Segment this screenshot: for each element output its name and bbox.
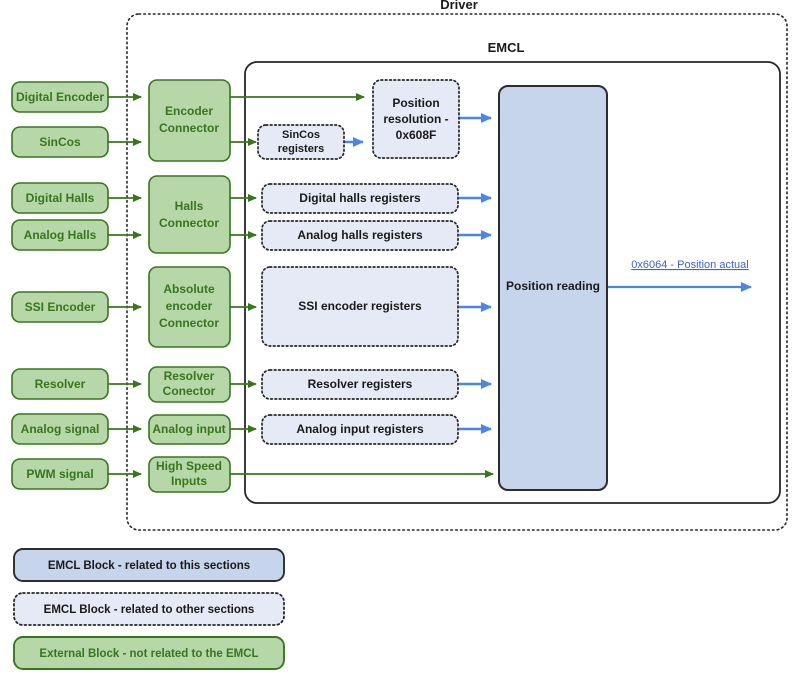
emcl-block-position-reading[interactable]: Position reading — [498, 85, 608, 491]
register-block-sincos-registers-line1: SinCos — [282, 129, 320, 141]
external-block-digital-halls[interactable]: Digital Halls — [11, 182, 109, 214]
register-block-analog-halls-registers[interactable]: Analog halls registers — [261, 220, 459, 251]
connector-block-encoder-connector-line2: Connector — [159, 121, 219, 135]
output-position-actual-label[interactable]: 0x6064 - Position actual — [631, 259, 748, 271]
external-block-digital-encoder-label: Digital Encoder — [16, 90, 104, 104]
register-block-analog-input-registers[interactable]: Analog input registers — [261, 414, 459, 445]
external-block-resolver[interactable]: Resolver — [11, 368, 109, 400]
external-block-resolver-label: Resolver — [35, 377, 86, 391]
connector-block-high-speed-inputs-line1: High Speed — [156, 459, 222, 473]
legend-item-emcl-this-sections-label: EMCL Block - related to this sections — [48, 560, 250, 572]
register-block-analog-halls-registers-label: Analog halls registers — [297, 228, 423, 242]
register-block-position-resolution[interactable]: Position resolution - 0x608F — [372, 79, 460, 159]
external-block-sincos-label: SinCos — [39, 135, 81, 149]
external-block-pwm-signal-label: PWM signal — [26, 467, 93, 481]
connector-block-encoder-connector[interactable]: Encoder Connector — [148, 79, 231, 162]
emcl-block-position-reading-label: Position reading — [506, 279, 600, 293]
connector-block-absolute-encoder-connector-line1: Absolute — [163, 282, 215, 296]
external-block-analog-signal[interactable]: Analog signal — [11, 413, 109, 445]
register-block-sincos-registers-line2: registers — [278, 143, 324, 155]
connector-block-high-speed-inputs[interactable]: High Speed Inputs — [148, 456, 231, 493]
register-block-ssi-encoder-registers-label: SSI encoder registers — [298, 299, 422, 313]
legend-item-emcl-other-sections: EMCL Block - related to other sections — [13, 592, 285, 626]
register-block-ssi-encoder-registers[interactable]: SSI encoder registers — [261, 266, 459, 347]
register-block-position-resolution-line3: 0x608F — [396, 128, 437, 142]
legend-item-emcl-this-sections: EMCL Block - related to this sections — [13, 548, 285, 582]
register-block-resolver-registers[interactable]: Resolver registers — [261, 369, 459, 400]
connector-block-halls-connector[interactable]: Halls Connector — [148, 175, 231, 254]
external-block-pwm-signal[interactable]: PWM signal — [11, 458, 109, 490]
external-block-analog-halls[interactable]: Analog Halls — [11, 219, 109, 251]
connector-block-resolver-connector[interactable]: Resolver Conector — [148, 366, 231, 403]
register-block-analog-input-registers-label: Analog input registers — [296, 422, 424, 436]
external-block-ssi-encoder[interactable]: SSI Encoder — [11, 291, 109, 323]
connector-block-absolute-encoder-connector-line3: Connector — [159, 316, 219, 330]
external-block-analog-halls-label: Analog Halls — [24, 228, 97, 242]
container-driver-title: Driver — [440, 0, 478, 12]
container-emcl: EMCL — [244, 40, 781, 504]
connector-block-halls-connector-line1: Halls — [175, 199, 204, 213]
connector-block-absolute-encoder-connector[interactable]: Absolute encoder Connector — [148, 266, 231, 348]
legend-item-emcl-other-sections-label: EMCL Block - related to other sections — [44, 604, 255, 616]
connector-block-encoder-connector-line1: Encoder — [165, 104, 213, 118]
connector-block-high-speed-inputs-line2: Inputs — [171, 474, 207, 488]
external-block-digital-halls-label: Digital Halls — [26, 191, 95, 205]
connection-lines — [108, 93, 752, 478]
register-block-position-resolution-line2: resolution - — [383, 112, 448, 126]
legend-item-external-block: External Block - not related to the EMCL — [13, 636, 285, 670]
external-block-analog-signal-label: Analog signal — [21, 422, 100, 436]
connector-block-analog-input[interactable]: Analog input — [148, 414, 231, 445]
register-block-resolver-registers-label: Resolver registers — [308, 377, 413, 391]
container-driver: Driver — [126, 0, 788, 531]
external-block-ssi-encoder-label: SSI Encoder — [25, 300, 96, 314]
register-block-digital-halls-registers[interactable]: Digital halls registers — [261, 183, 459, 214]
connector-block-halls-connector-line2: Connector — [159, 216, 219, 230]
legend-item-external-block-label: External Block - not related to the EMCL — [39, 648, 258, 660]
external-block-sincos[interactable]: SinCos — [11, 126, 109, 158]
connector-block-analog-input-label: Analog input — [152, 422, 225, 436]
container-emcl-title: EMCL — [488, 40, 525, 55]
register-block-position-resolution-line1: Position — [392, 96, 439, 110]
connector-block-resolver-connector-line1: Resolver — [164, 369, 215, 383]
register-block-sincos-registers[interactable]: SinCos registers — [257, 124, 345, 160]
connector-block-absolute-encoder-connector-line2: encoder — [166, 299, 213, 313]
connector-block-resolver-connector-line2: Conector — [163, 384, 216, 398]
external-block-digital-encoder[interactable]: Digital Encoder — [11, 81, 109, 113]
register-block-digital-halls-registers-label: Digital halls registers — [299, 191, 421, 205]
